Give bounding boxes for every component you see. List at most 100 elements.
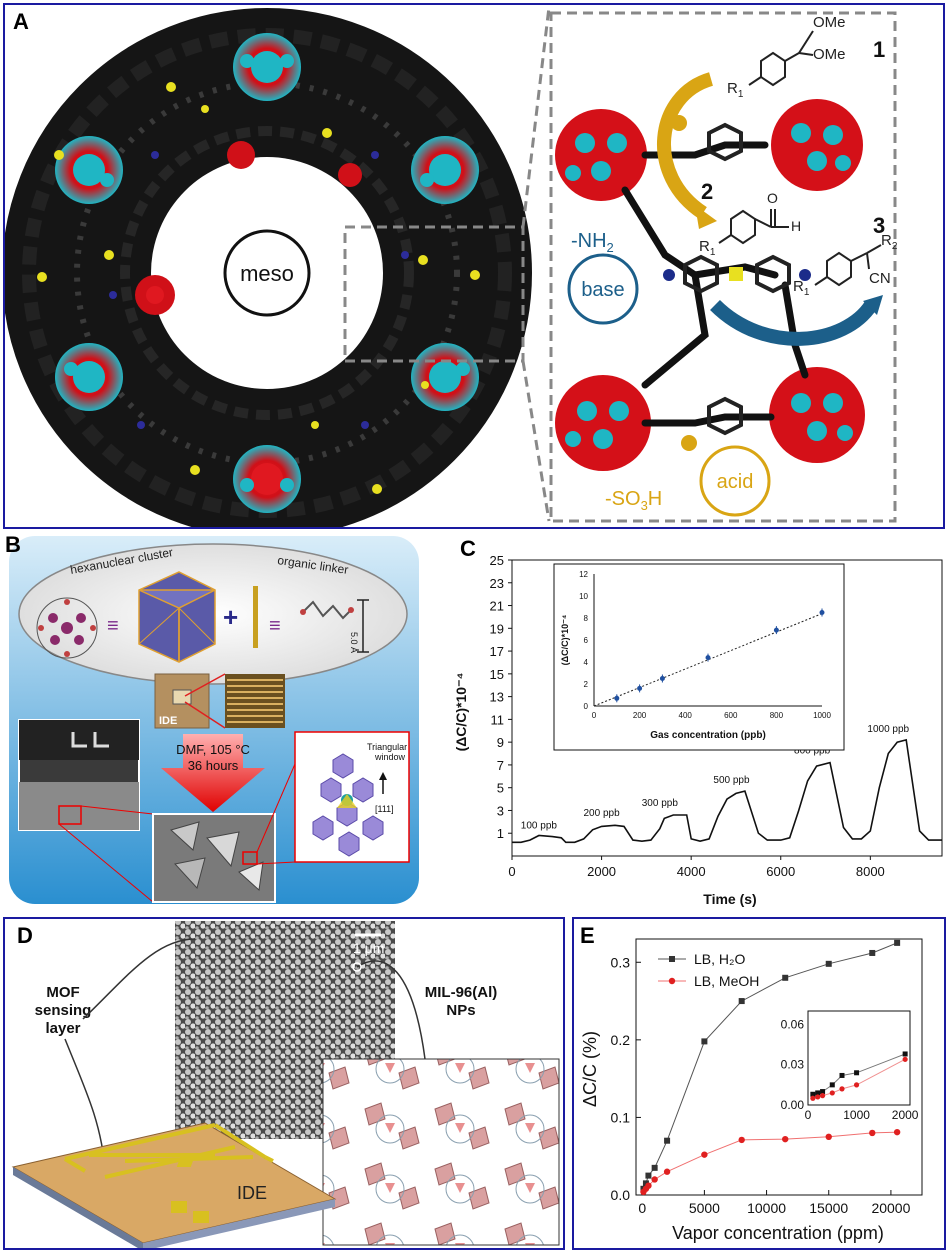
nh2-label: -NH2: [571, 230, 614, 255]
data-point-circle: [869, 1129, 876, 1137]
inset-x-tick-label: 1000: [843, 1108, 870, 1122]
legend-marker: [668, 977, 676, 985]
legend-marker: [669, 956, 675, 962]
inset-x-tick-label: 400: [679, 711, 693, 720]
inset-y-tick-label: 6: [584, 636, 589, 645]
inset-x-tick-label: 2000: [892, 1108, 919, 1122]
x-tick-label: 0: [508, 864, 515, 879]
inset-point-square: [829, 1082, 835, 1088]
x-tick-label: 5000: [689, 1200, 720, 1216]
r2: R2: [881, 232, 898, 252]
panel-d-label: D: [17, 923, 33, 948]
r1-c: R1: [793, 278, 810, 298]
panel-b-label: B: [5, 532, 21, 557]
y-tick-label: 15: [490, 667, 504, 682]
so3h-label: -SO3H: [605, 488, 662, 513]
inset-point: [637, 685, 643, 691]
inset-x-tick-label: 200: [633, 711, 647, 720]
inset-point-square: [902, 1051, 908, 1057]
ide-electrodes: [63, 1123, 274, 1179]
chart-c-ylabel: (ΔC/C)*10⁻⁴: [453, 673, 469, 752]
data-point-square: [645, 1172, 652, 1179]
mof-label-2: sensing: [35, 1002, 92, 1019]
inset-x-tick-label: 1000: [813, 711, 831, 720]
equiv-sign-1: ≡: [107, 615, 119, 637]
inset-y-tick-label: 12: [579, 570, 588, 579]
inset-point-circle: [829, 1090, 835, 1096]
inset-y-tick-label: 0.00: [781, 1098, 805, 1112]
zr-clusters: [55, 33, 479, 513]
meso-circle: [223, 229, 311, 317]
inset-y-tick-label: 0.06: [781, 1017, 805, 1031]
concentration-annotation: 300 ppb: [642, 798, 679, 809]
detail-clusters: [555, 99, 865, 471]
panel-e-label: E: [580, 923, 595, 948]
product-3: [814, 244, 882, 287]
reactant-1: [748, 30, 814, 87]
data-point-square: [825, 960, 832, 967]
step-3-label: 3: [873, 213, 885, 238]
direction-label: [111]: [375, 804, 394, 814]
panel-a-figure: meso: [2, 6, 898, 538]
panel-b: B hexanuclear cluster organic linker: [3, 532, 423, 912]
y-tick-label: 13: [490, 690, 504, 705]
zoom-box: [343, 225, 525, 363]
cuboctahedron: [138, 571, 216, 663]
data-point-circle: [738, 1136, 745, 1144]
inset-point-square: [839, 1072, 845, 1078]
inset-y-tick-label: 0.03: [781, 1058, 805, 1072]
y-tick-label: 0.0: [611, 1187, 631, 1203]
data-point-circle: [651, 1176, 658, 1183]
concentration-annotation: 100 ppb: [521, 821, 558, 832]
concentration-annotation: 200 ppb: [584, 808, 621, 819]
scale-label: 1 μm: [353, 940, 384, 956]
y-tick-label: 7: [497, 758, 504, 773]
ide-chip-label: IDE: [159, 715, 177, 727]
concentration-annotation: 500 ppb: [713, 775, 750, 786]
inset-frame: [553, 563, 845, 751]
equiv-sign-2: ≡: [269, 615, 281, 637]
inset-y-tick-label: 0: [584, 702, 589, 711]
sem-image-crystals: [152, 813, 276, 903]
x-tick-label: 2000: [587, 864, 616, 879]
data-point-circle: [645, 1182, 652, 1189]
panel-d: D 1 μm MOF sensing layer M: [3, 917, 565, 1251]
x-tick-label: 20000: [871, 1200, 910, 1216]
base-arrow: [710, 299, 877, 346]
mil-label-2: NPs: [446, 1002, 475, 1019]
data-point-circle: [663, 1168, 671, 1175]
nitrogen-groups: [109, 151, 409, 429]
cluster-molecule: [36, 597, 98, 659]
y-tick-label: 9: [497, 735, 504, 750]
zoom-detail-box: [549, 11, 897, 523]
ide-device-substrate: [11, 1122, 337, 1244]
y-tick-label: 5: [497, 781, 504, 796]
aldehyde-h: H: [791, 218, 801, 234]
base-label: base: [581, 279, 624, 301]
inset-point: [614, 695, 620, 701]
plus-sign: +: [223, 602, 238, 632]
panel-d-figure: 1 μm MOF sensing layer MIL-96(Al) NPs ID…: [11, 921, 560, 1251]
mof-label-3: layer: [45, 1020, 80, 1037]
x-tick-label: 4000: [677, 864, 706, 879]
y-tick-label: 0.1: [611, 1109, 631, 1125]
ome-2: OMe: [813, 46, 846, 63]
panel-a: A: [2, 3, 945, 538]
data-point-square: [894, 939, 901, 946]
y-tick-label: 0.3: [611, 954, 631, 970]
series-line: [512, 738, 942, 844]
inset-point-square: [815, 1090, 821, 1096]
y-tick-label: 11: [491, 712, 505, 727]
ide-device-label: IDE: [237, 1183, 267, 1203]
inset-point-circle: [902, 1056, 908, 1062]
linker-rod: [253, 586, 258, 648]
panel-a-label: A: [13, 9, 29, 34]
x-tick-label: 0: [638, 1200, 646, 1216]
inset-point-square: [820, 1089, 826, 1095]
concentration-annotation: 1000 ppb: [867, 724, 909, 735]
mof-label-1: MOF: [46, 984, 79, 1001]
inset-point-circle: [810, 1095, 816, 1101]
legend-label: LB, MeOH: [694, 973, 759, 989]
